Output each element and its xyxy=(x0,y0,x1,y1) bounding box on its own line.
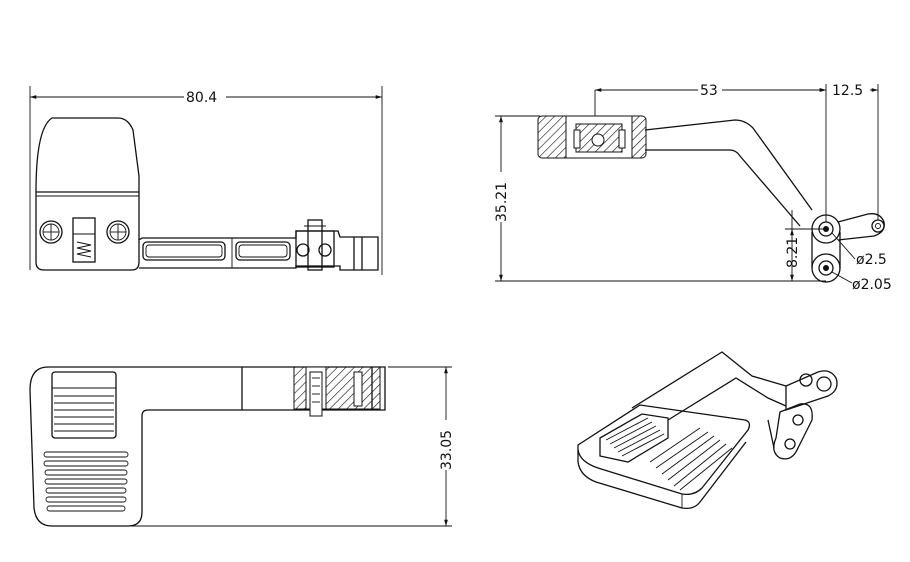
dim-side-horizontal: 53 xyxy=(700,83,718,99)
top-view: 33.05 xyxy=(29,366,455,527)
dim-pin-dia-large: ø2.5 xyxy=(856,252,887,268)
iso-ribs xyxy=(649,427,733,491)
screw-left xyxy=(39,220,63,244)
dim-pivot-spacing: 8.21 xyxy=(785,237,801,268)
dim-side-height: 35.21 xyxy=(494,182,510,222)
dim-front-length: 80.4 xyxy=(186,90,217,106)
dim-pin-dia-small: ø2.05 xyxy=(852,277,892,293)
side-view: 53 12.5 35.21 8.21 xyxy=(494,83,892,293)
dim-top-height: 33.05 xyxy=(439,430,455,470)
front-view: 80.4 xyxy=(29,86,383,275)
pad-ribs xyxy=(43,451,129,512)
dim-side-offset: 12.5 xyxy=(832,83,863,99)
screw-right xyxy=(106,220,130,244)
isometric-view xyxy=(577,351,838,510)
